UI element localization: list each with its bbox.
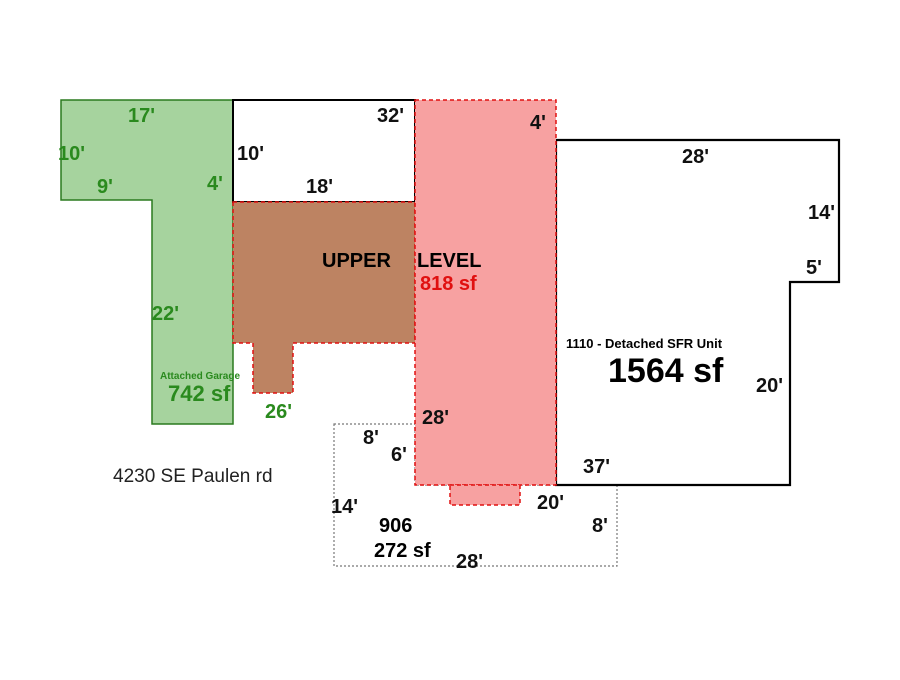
dim-garage-top: 17' [128,105,155,127]
upper-level-label-1: UPPER [322,250,391,272]
upper-overlap-area [232,201,416,394]
dim-patio-left: 14' [331,496,358,518]
address-label: 4230 SE Paulen rd [113,466,273,487]
upper-level-label-2: LEVEL [417,250,481,272]
patio-area-label: 272 sf [374,540,431,562]
main-unit-code-label: 1110 - Detached SFR Unit [566,336,723,351]
patio-code-label: 906 [379,515,412,537]
dim-main-right-lower: 20' [756,375,783,397]
dim-main-step: 5' [806,257,822,279]
dim-main-right-upper: 14' [808,202,835,224]
dim-top-right: 4' [530,112,546,134]
upper-level-area-label: 818 sf [420,273,477,295]
upper-level-area [414,99,557,486]
dim-room-bottom: 18' [306,176,333,198]
dim-patio-top: 8' [363,427,379,449]
dim-garage-bottom: 26' [265,401,292,423]
dim-top-span: 32' [377,105,404,127]
dim-main-top: 28' [682,146,709,168]
main-unit-area-label: 1564 sf [608,352,724,390]
dim-room-side: 10' [237,143,264,165]
dim-garage-side: 22' [152,303,179,325]
dim-patio-notch: 6' [391,444,407,466]
garage-label: Attached Garage [160,371,240,382]
dim-main-bottom: 37' [583,456,610,478]
upper-level-tab [449,484,521,506]
dim-patio-bottom: 28' [456,551,483,573]
dim-garage-left: 10' [58,143,85,165]
dim-garage-step: 9' [97,176,113,198]
main-unit-outline [554,138,841,487]
dim-center-column: 28' [422,407,449,429]
dim-garage-inner: 4' [207,173,223,195]
dim-patio-right: 8' [592,515,608,537]
dim-patio-inner: 20' [537,492,564,514]
garage-area-label: 742 sf [168,381,231,406]
